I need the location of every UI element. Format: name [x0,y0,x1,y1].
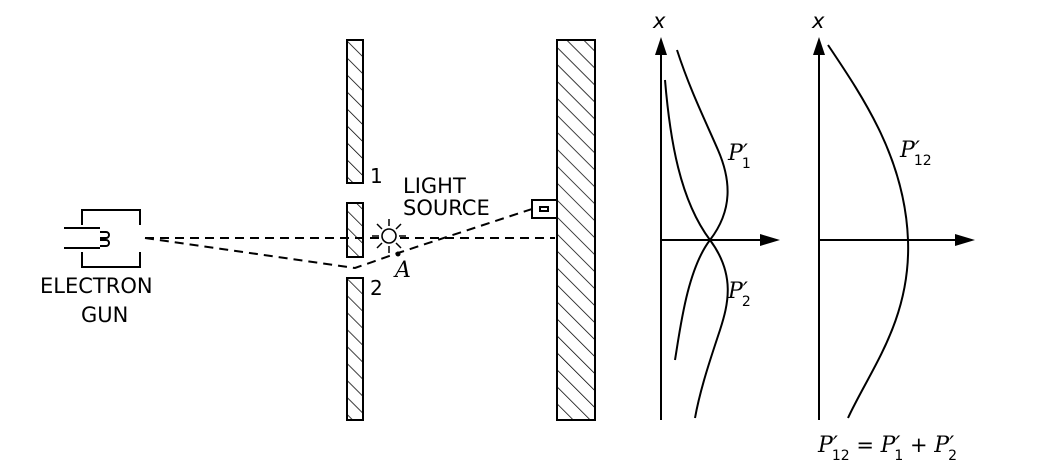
curve-p1-prime [674,49,729,361]
light-source-label-line1: LIGHT [403,174,466,198]
electron-gun [64,209,141,268]
electron-gun-label-line1: ELECTRON [40,274,153,298]
curve-p12-prime [827,44,910,419]
electron-gun-label-line2: GUN [81,303,128,327]
slit-1-label: 1 [370,164,383,188]
curve-p2-prime [664,79,729,419]
p-axis-left-arrow [760,234,780,246]
x-axis-right-label: x [811,9,825,33]
slit-2-label: 2 [370,276,383,300]
light-source-label-line2: SOURCE [403,196,490,220]
curve-p2-label: P′2 [727,279,751,310]
slit-wall [346,39,364,421]
x-axis-right-arrow [813,37,825,55]
point-a-marker [395,251,401,257]
x-axis-left-label: x [652,9,666,33]
curve-p12-label: P′12 [899,138,932,169]
x-axis-left-arrow [655,37,667,55]
detector-icon [531,199,557,219]
equation: P′12 = P′1 + P′2 [817,433,957,464]
electron-path-lower [144,207,536,270]
p-axis-right-arrow [955,234,975,246]
graph-separate [655,37,780,420]
graph-combined [813,37,975,420]
backstop-wall [556,39,596,421]
light-source-icon [372,219,406,253]
curve-p1-label: P′1 [727,141,751,172]
point-a-label: A [393,258,411,283]
